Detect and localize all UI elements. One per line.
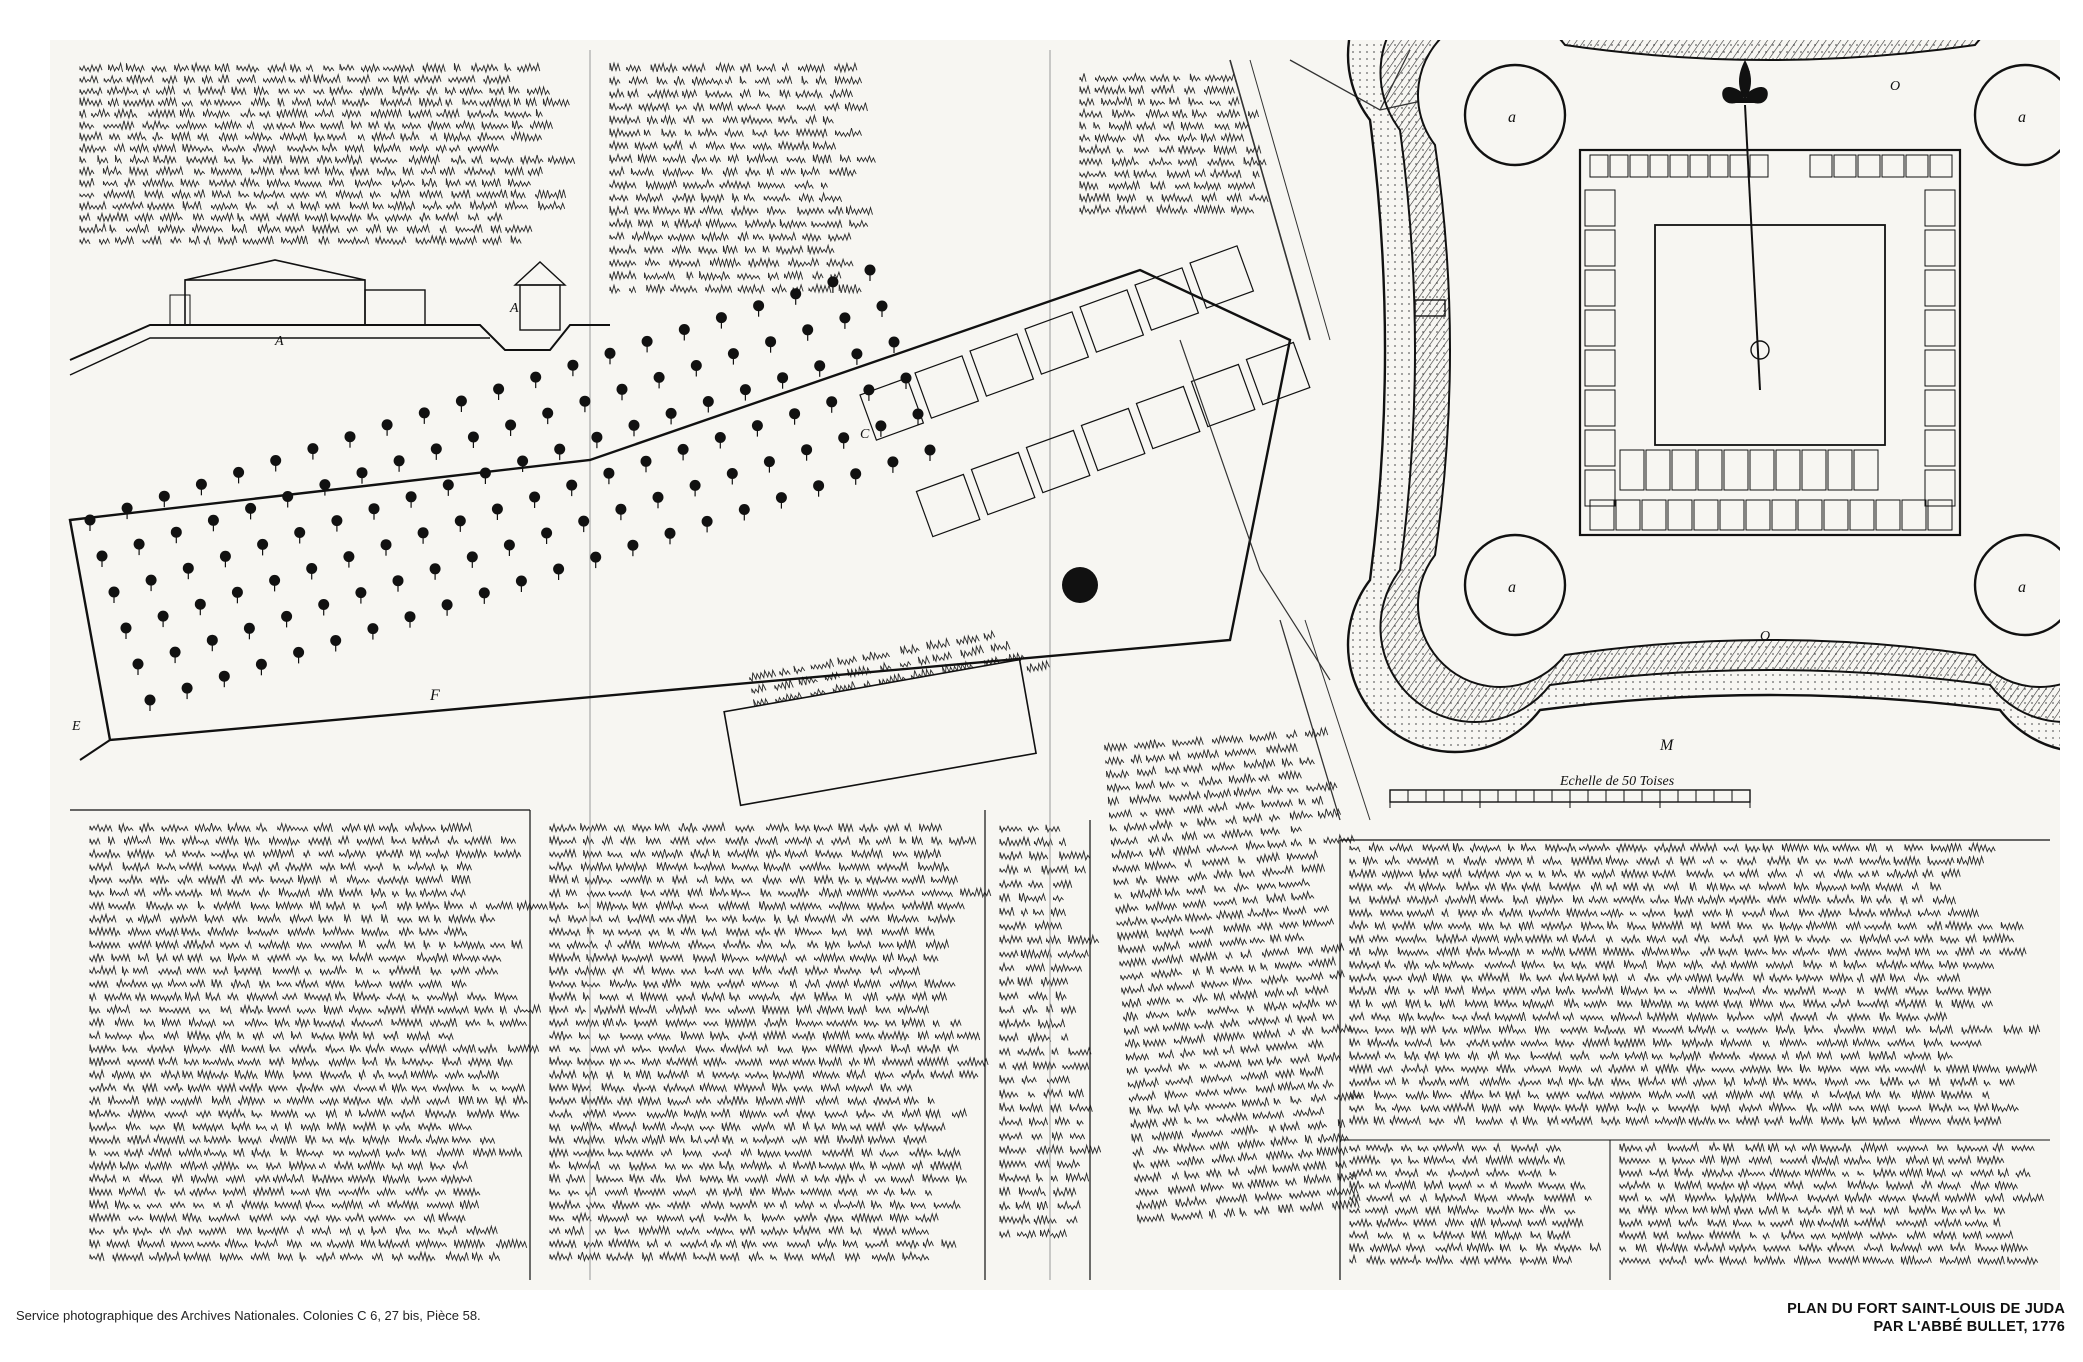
svg-text:C: C [860,427,870,442]
svg-text:O: O [1760,629,1770,644]
svg-text:B: B [1750,40,1760,44]
map-title: PLAN DU FORT SAINT-LOUIS DE JUDA PAR L'A… [1787,1300,2065,1336]
fort-rooms [1584,154,1956,531]
svg-text:M: M [1659,737,1675,754]
tree-rows [84,264,936,711]
svg-text:A: A [509,301,519,316]
elevation-drawing: A A [69,259,610,376]
scale-label: Echelle de 50 Toises [1559,774,1675,789]
svg-text:O: O [1890,79,1900,94]
source-credit: Service photographique des Archives Nati… [16,1308,481,1323]
garden-plan: F G C E [68,245,1311,807]
svg-text:a: a [1508,109,1516,126]
svg-text:a: a [1508,579,1516,596]
handwritten-text-top-left [79,61,576,247]
fort-plan-drawing: A A F G C E [50,40,2060,1290]
compass-needle-icon [1744,104,1761,391]
fort-plan: a a a a B N O O R M [1346,40,2060,754]
scale-bar: Echelle de 50 Toises [1389,774,1751,808]
handwritten-text-right [1349,841,2044,1267]
title-line-2: PAR L'ABBÉ BULLET, 1776 [1873,1319,2065,1335]
well-icon [1062,567,1098,603]
title-line-1: PLAN DU FORT SAINT-LOUIS DE JUDA [1787,1301,2065,1317]
svg-text:E: E [71,719,81,734]
fleur-de-lis-icon [1722,60,1768,104]
handwritten-text-bottom [89,726,1362,1263]
svg-text:a: a [2018,109,2026,126]
svg-text:A: A [274,334,284,349]
svg-text:F: F [429,687,440,704]
svg-text:a: a [2018,579,2026,596]
garden-beds [859,245,1311,538]
legend-frames [70,809,2050,1280]
map-sheet: A A F G C E [50,40,2060,1290]
